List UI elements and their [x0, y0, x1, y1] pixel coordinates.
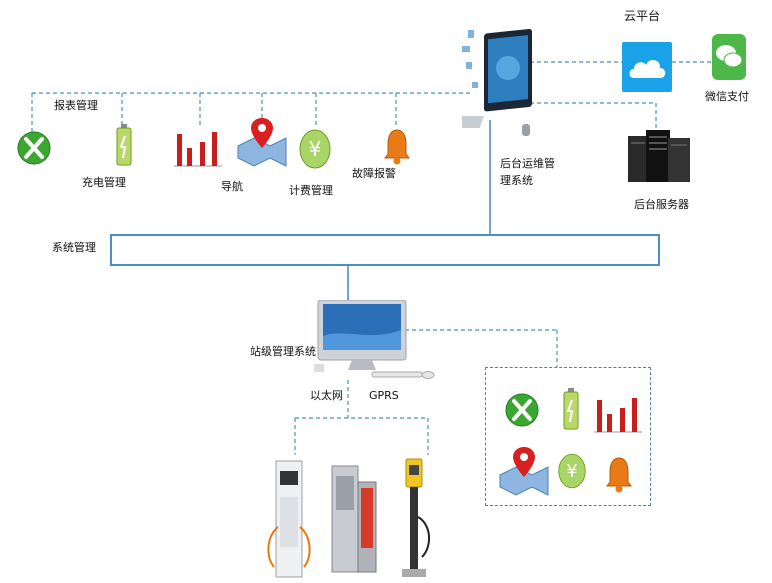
server-rack-icon — [624, 126, 694, 188]
dashed-connectors — [31, 61, 712, 455]
billing-mgmt-label: 计费管理 — [289, 184, 333, 197]
backend-ops-label-line1: 后台运维管 — [500, 157, 555, 170]
wechat-icon — [712, 34, 746, 84]
yen-coin-icon: ¥ — [557, 452, 587, 494]
cloud-platform-label: 云平台 — [624, 9, 661, 23]
charging-pile-icon — [330, 462, 380, 578]
map-pin-icon — [498, 445, 550, 501]
cloud-icon — [622, 42, 672, 96]
wrench-icon — [505, 390, 539, 434]
ethernet-label: 以太网 — [310, 389, 343, 402]
alarm-bell-icon — [384, 128, 410, 170]
yen-coin-icon: ¥ — [298, 128, 332, 174]
map-pin-icon — [236, 116, 288, 172]
station-computer-icon — [306, 299, 438, 386]
gprs-label: GPRS — [369, 389, 399, 402]
svg-text:¥: ¥ — [566, 462, 577, 482]
backend-ops-label-line2: 理系统 — [500, 174, 533, 187]
bar-chart-icon — [594, 394, 642, 442]
solid-connectors — [347, 120, 491, 300]
system-mgmt-label: 系统管理 — [52, 241, 96, 254]
system-management-bus — [110, 234, 660, 266]
report-mgmt-label: 报表管理 — [54, 99, 98, 112]
station-mgmt-label: 站级管理系统 — [250, 345, 316, 358]
navigation-label: 导航 — [221, 180, 243, 193]
svg-text:¥: ¥ — [309, 137, 322, 161]
battery-icon — [116, 124, 132, 170]
charging-pile-icon — [264, 457, 314, 583]
wechat-pay-label: 微信支付 — [705, 90, 749, 103]
alarm-bell-icon — [606, 456, 632, 498]
backend-server-label: 后台服务器 — [634, 198, 689, 211]
station-functions-box — [485, 367, 651, 506]
wrench-icon — [17, 128, 51, 172]
charging-mgmt-label: 充电管理 — [82, 176, 126, 189]
fault-alarm-label: 故障报警 — [352, 167, 396, 180]
backend-computer-icon — [439, 28, 540, 152]
bar-chart-icon — [174, 128, 222, 176]
battery-icon — [563, 388, 579, 434]
charging-pile-icon — [398, 457, 438, 583]
